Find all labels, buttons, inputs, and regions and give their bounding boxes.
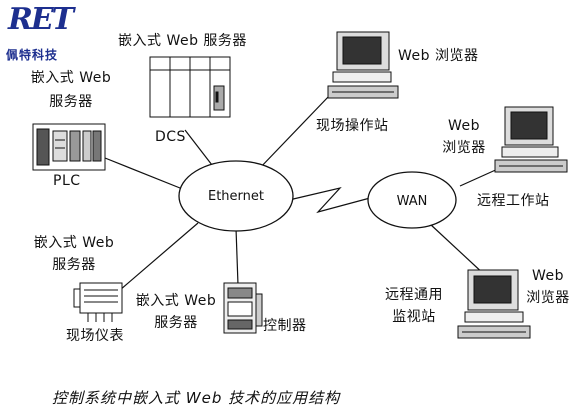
- plc-label: PLC: [53, 173, 81, 189]
- logo-mark: RET: [8, 2, 74, 37]
- controller-label: 控制器: [263, 318, 307, 334]
- dcs-server-label: 嵌入式 Web 服务器: [118, 33, 247, 49]
- field-station-computer-icon: [327, 31, 399, 99]
- field-instrument-icon: [73, 282, 123, 322]
- logo-subtitle: 佩特科技: [6, 48, 59, 62]
- plc-server-label-line2: 服务器: [49, 94, 93, 110]
- link-monitor: [429, 223, 487, 277]
- figure-caption: 控制系统中嵌入式 Web 技术的应用结构: [52, 389, 341, 407]
- link-field-station: [257, 94, 331, 171]
- wan-hub: [367, 171, 457, 229]
- remote-browser-label-line2: 浏览器: [442, 140, 486, 156]
- ret-logo: RET 佩特科技: [2, 2, 74, 62]
- monitor-label-line2: 监视站: [392, 309, 436, 325]
- field-station-label: 现场操作站: [316, 118, 389, 134]
- monitor-station-computer-icon: [457, 269, 531, 339]
- instrument-server-label-line1: 嵌入式 Web: [33, 235, 115, 251]
- link-controller: [235, 227, 239, 286]
- link-ethernet-wan: [288, 186, 371, 214]
- network-diagram: Ethernet WAN: [2, 2, 570, 344]
- controller-server-label-line1: 嵌入式 Web: [135, 293, 217, 309]
- plc-rack-icon: [32, 123, 106, 171]
- remote-browser-label-line1: Web: [447, 118, 481, 134]
- monitor-browser-label-line2: 浏览器: [526, 290, 570, 306]
- caption-bar: 控制系统中嵌入式 Web 技术的应用结构: [0, 376, 579, 419]
- ethernet-hub: [178, 160, 294, 232]
- controller-server-label-line2: 服务器: [154, 315, 198, 331]
- link-plc: [104, 157, 186, 191]
- field-browser-label: Web 浏览器: [398, 48, 479, 64]
- remote-station-computer-icon: [494, 106, 568, 173]
- dcs-label: DCS: [155, 129, 186, 145]
- diagram-canvas: Ethernet WAN: [32, 31, 568, 339]
- monitor-label-line1: 远程通用: [385, 287, 443, 303]
- plc-server-label-line1: 嵌入式 Web: [30, 70, 112, 86]
- ethernet-label: Ethernet: [208, 189, 264, 204]
- wan-label: WAN: [397, 194, 428, 209]
- monitor-browser-label-line1: Web: [531, 268, 565, 284]
- instrument-server-label-line2: 服务器: [52, 257, 96, 273]
- controller-icon: [223, 282, 263, 334]
- remote-station-label: 远程工作站: [477, 193, 550, 209]
- link-remote-station: [459, 167, 501, 187]
- dcs-cabinet-icon: [149, 56, 231, 118]
- instrument-label: 现场仪表: [66, 328, 124, 344]
- link-instrument: [119, 222, 199, 291]
